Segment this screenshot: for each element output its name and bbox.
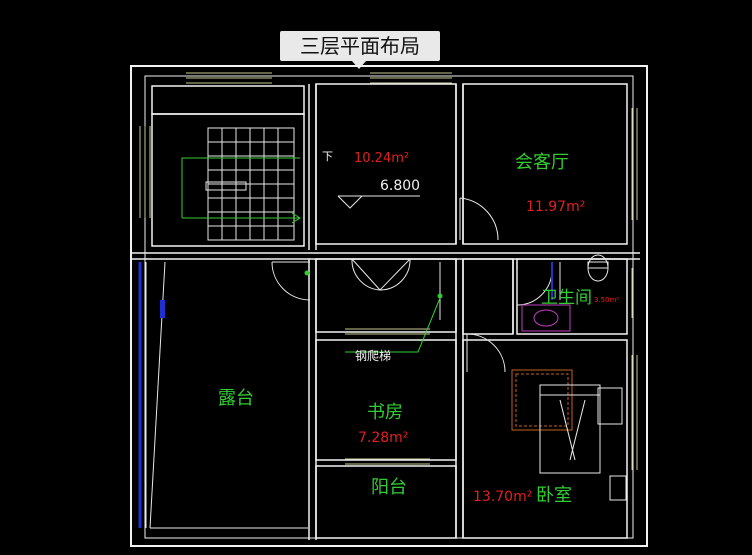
elevation-marker — [337, 195, 420, 209]
bedroom-label: 卧室 — [536, 485, 572, 506]
interior-walls — [132, 83, 640, 540]
bedroom-furniture — [511, 369, 627, 501]
terrace-label: 露台 — [218, 388, 254, 409]
bedroom-area-label: 13.70m² — [473, 489, 532, 505]
bathroom-label: 卫生间 — [541, 288, 592, 308]
stair-direction-arrow — [181, 157, 301, 224]
stair-area-label: 10.24m² — [354, 151, 409, 166]
steel-ladder-label: 钢爬梯 — [355, 349, 391, 363]
study-area-label: 7.28m² — [358, 430, 408, 446]
balcony-label: 阳台 — [371, 477, 407, 498]
living-area-label: 11.97m² — [526, 199, 585, 215]
study-label: 书房 — [367, 402, 403, 423]
doors — [271, 197, 553, 373]
terrace-edge — [138, 261, 308, 529]
windows — [139, 72, 638, 470]
bathroom-fixtures — [521, 254, 609, 332]
plan-title: 三层平面布局 — [280, 31, 440, 61]
living-room-label: 会客厅 — [515, 152, 569, 173]
staircase — [205, 127, 295, 241]
bath-area-label: 3.50m² — [594, 296, 619, 304]
stair-down-mark: 下 — [322, 150, 333, 163]
elevation-label: 6.800 — [380, 178, 420, 194]
ladder-leader — [304, 270, 443, 353]
